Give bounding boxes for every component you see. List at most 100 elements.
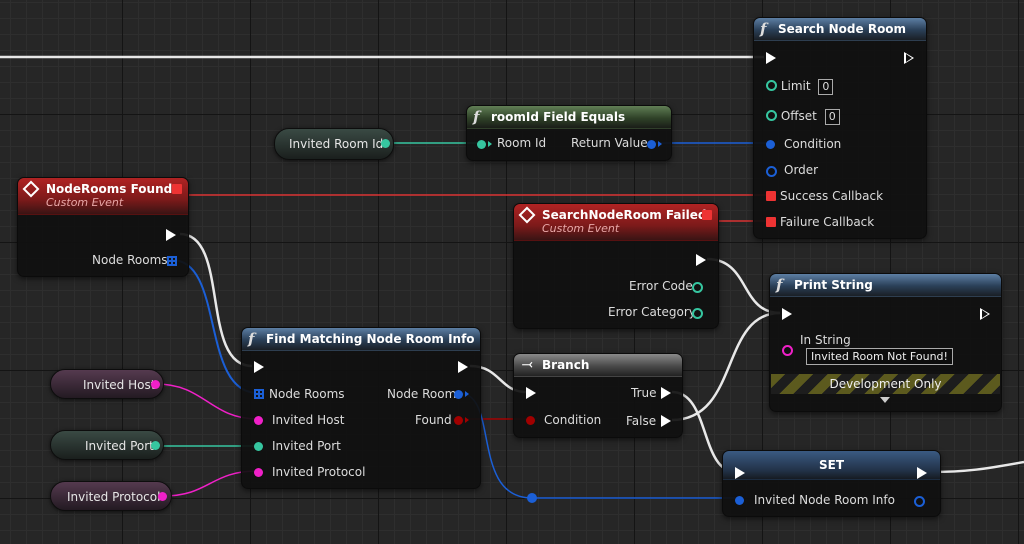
search-failed-title: SearchNodeRoom Failed (542, 208, 707, 222)
invited-port-pin[interactable] (151, 441, 160, 450)
node-room-out-label: Node Room (387, 387, 457, 401)
limit-input[interactable]: 0 (818, 79, 834, 95)
exec-out-pin[interactable] (166, 229, 176, 241)
exec-in-pin[interactable] (526, 387, 536, 399)
invited-port-in-label: Invited Port (272, 439, 341, 453)
find-matching-node-room-info-node[interactable]: f Find Matching Node Room Info Node Room… (241, 327, 481, 489)
exec-in-pin[interactable] (254, 361, 264, 373)
success-callback-pin[interactable] (766, 191, 776, 201)
invited-protocol-pin[interactable] (158, 492, 167, 501)
roomid-field-equals-header[interactable]: f roomId Field Equals (467, 106, 671, 129)
node-room-out-pin[interactable] (454, 390, 463, 399)
condition-pin[interactable] (766, 140, 775, 149)
search-failed-header[interactable]: SearchNodeRoom Failed Custom Event (514, 204, 718, 241)
invited-host-getter[interactable]: Invited Host (50, 369, 164, 399)
event-diamond-icon (518, 206, 536, 224)
exec-wire-false-to-print (671, 311, 781, 422)
branch-header[interactable]: ⤙ Branch (514, 354, 682, 377)
search-node-room-title: Search Node Room (778, 22, 907, 36)
print-string-header[interactable]: f Print String (770, 274, 1001, 297)
roomid-field-equals-node[interactable]: f roomId Field Equals Room Id Return Val… (466, 105, 672, 161)
failure-callback-pin[interactable] (766, 217, 776, 227)
exec-out-pin[interactable] (458, 361, 468, 373)
found-out-label: Found (415, 413, 452, 427)
invited-port-label: Invited Port (85, 439, 154, 453)
error-code-label: Error Code (629, 279, 693, 293)
order-label: Order (784, 163, 819, 177)
false-label: False (626, 414, 657, 428)
limit-pin[interactable] (766, 80, 777, 91)
order-pin[interactable] (766, 166, 777, 177)
found-out-pin[interactable] (454, 416, 463, 425)
find-matching-header[interactable]: f Find Matching Node Room Info (242, 328, 480, 351)
set-node[interactable]: SET Invited Node Room Info (722, 450, 941, 517)
invited-port-getter[interactable]: Invited Port (50, 430, 164, 460)
offset-label: Offset (780, 109, 817, 123)
invited-host-pin[interactable] (151, 380, 160, 389)
return-value-pin[interactable] (647, 140, 656, 149)
invited-node-room-info-out-pin[interactable] (914, 496, 925, 507)
invited-room-id-pin[interactable] (381, 139, 390, 148)
delegate-pin[interactable] (172, 184, 182, 194)
invited-node-room-info-label: Invited Node Room Info (754, 493, 895, 507)
found-arrow-icon (465, 417, 469, 423)
reroute-knot[interactable] (527, 493, 537, 503)
condition-in-pin[interactable] (526, 416, 535, 425)
search-node-room-node[interactable]: f Search Node Room Limit 0 Offset 0 Cond… (753, 17, 927, 239)
offset-row: Offset 0 (766, 109, 840, 125)
branch-node[interactable]: ⤙ Branch True Condition False (513, 353, 683, 438)
search-failed-node[interactable]: SearchNodeRoom Failed Custom Event Error… (513, 203, 719, 329)
invited-host-in-pin[interactable] (254, 416, 263, 425)
room-id-arrow-icon (488, 141, 492, 147)
invited-protocol-in-label: Invited Protocol (272, 465, 366, 479)
invited-protocol-getter[interactable]: Invited Protocol (50, 481, 172, 511)
chevron-down-icon[interactable] (880, 397, 890, 403)
invited-room-id-getter[interactable]: Invited Room Id (274, 128, 394, 160)
exec-in-pin[interactable] (782, 308, 792, 320)
room-id-label: Room Id (497, 136, 547, 150)
exec-out-pin[interactable] (904, 52, 914, 64)
delegate-pin[interactable] (702, 210, 712, 220)
exec-in-pin[interactable] (766, 52, 776, 64)
function-icon: f (248, 330, 255, 348)
set-title: SET (818, 458, 845, 472)
search-node-room-header[interactable]: f Search Node Room (754, 18, 926, 41)
return-value-label: Return Value (571, 136, 648, 150)
in-string-label: In String (800, 333, 851, 347)
offset-pin[interactable] (766, 110, 777, 121)
search-failed-subtitle: Custom Event (542, 222, 620, 235)
event-diamond-icon (22, 180, 40, 198)
function-icon: f (760, 20, 767, 38)
node-rooms-found-header[interactable]: NodeRooms Found Custom Event (18, 178, 188, 215)
offset-input[interactable]: 0 (824, 109, 840, 125)
invited-port-in-pin[interactable] (254, 442, 263, 451)
in-string-input[interactable]: Invited Room Not Found! (806, 348, 953, 365)
room-id-pin[interactable] (477, 140, 486, 149)
invited-protocol-in-pin[interactable] (254, 468, 263, 477)
return-value-arrow-icon (658, 141, 662, 147)
node-room-arrow-icon (465, 391, 469, 397)
in-string-pin[interactable] (782, 345, 793, 356)
branch-icon: ⤙ (522, 357, 533, 372)
limit-label: Limit (780, 79, 811, 93)
condition-label: Condition (784, 137, 842, 151)
function-icon: f (473, 108, 480, 126)
node-rooms-found-node[interactable]: NodeRooms Found Custom Event Node Rooms (17, 177, 189, 277)
print-string-node[interactable]: f Print String In String Invited Room No… (769, 273, 1002, 412)
exec-in-pin[interactable] (735, 467, 745, 479)
set-header[interactable]: SET (723, 451, 940, 480)
exec-out-pin[interactable] (980, 308, 990, 320)
false-exec-pin[interactable] (661, 415, 671, 427)
array-grid-icon[interactable] (167, 256, 177, 266)
error-code-pin[interactable] (692, 282, 703, 293)
exec-out-pin[interactable] (917, 467, 927, 479)
condition-label: Condition (544, 413, 602, 427)
true-exec-pin[interactable] (661, 387, 671, 399)
invited-node-room-info-in-pin[interactable] (735, 496, 744, 505)
array-grid-icon[interactable] (254, 389, 264, 399)
roomid-field-equals-title: roomId Field Equals (491, 110, 626, 124)
success-callback-label: Success Callback (780, 189, 884, 203)
invited-host-label: Invited Host (83, 378, 156, 392)
error-category-pin[interactable] (692, 308, 703, 319)
exec-out-pin[interactable] (696, 254, 706, 266)
